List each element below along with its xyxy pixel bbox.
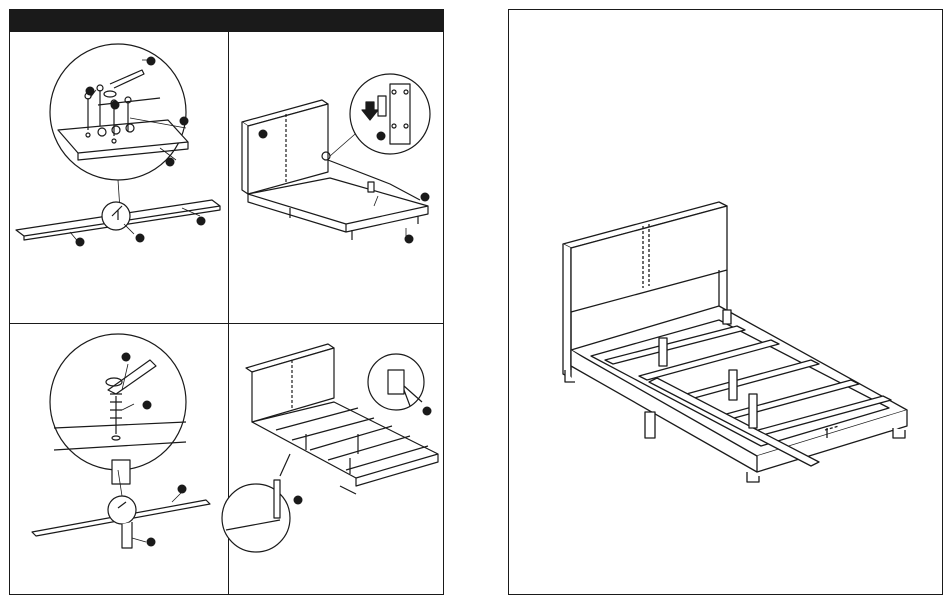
step-2-illustration [242,74,430,240]
instruction-illustrations [10,10,443,594]
foot-front-left [747,472,759,482]
foot-front-right [893,428,905,438]
step-4-illustration [222,344,438,552]
instruction-page-left [9,9,444,595]
step-3-support-leg [122,522,132,548]
step-1-illustration [16,44,220,244]
instruction-page-right [508,9,943,595]
step-3-illustration [32,334,210,548]
step-1-detail-magnifier [50,44,186,180]
assembled-bed-illustration [509,10,942,594]
